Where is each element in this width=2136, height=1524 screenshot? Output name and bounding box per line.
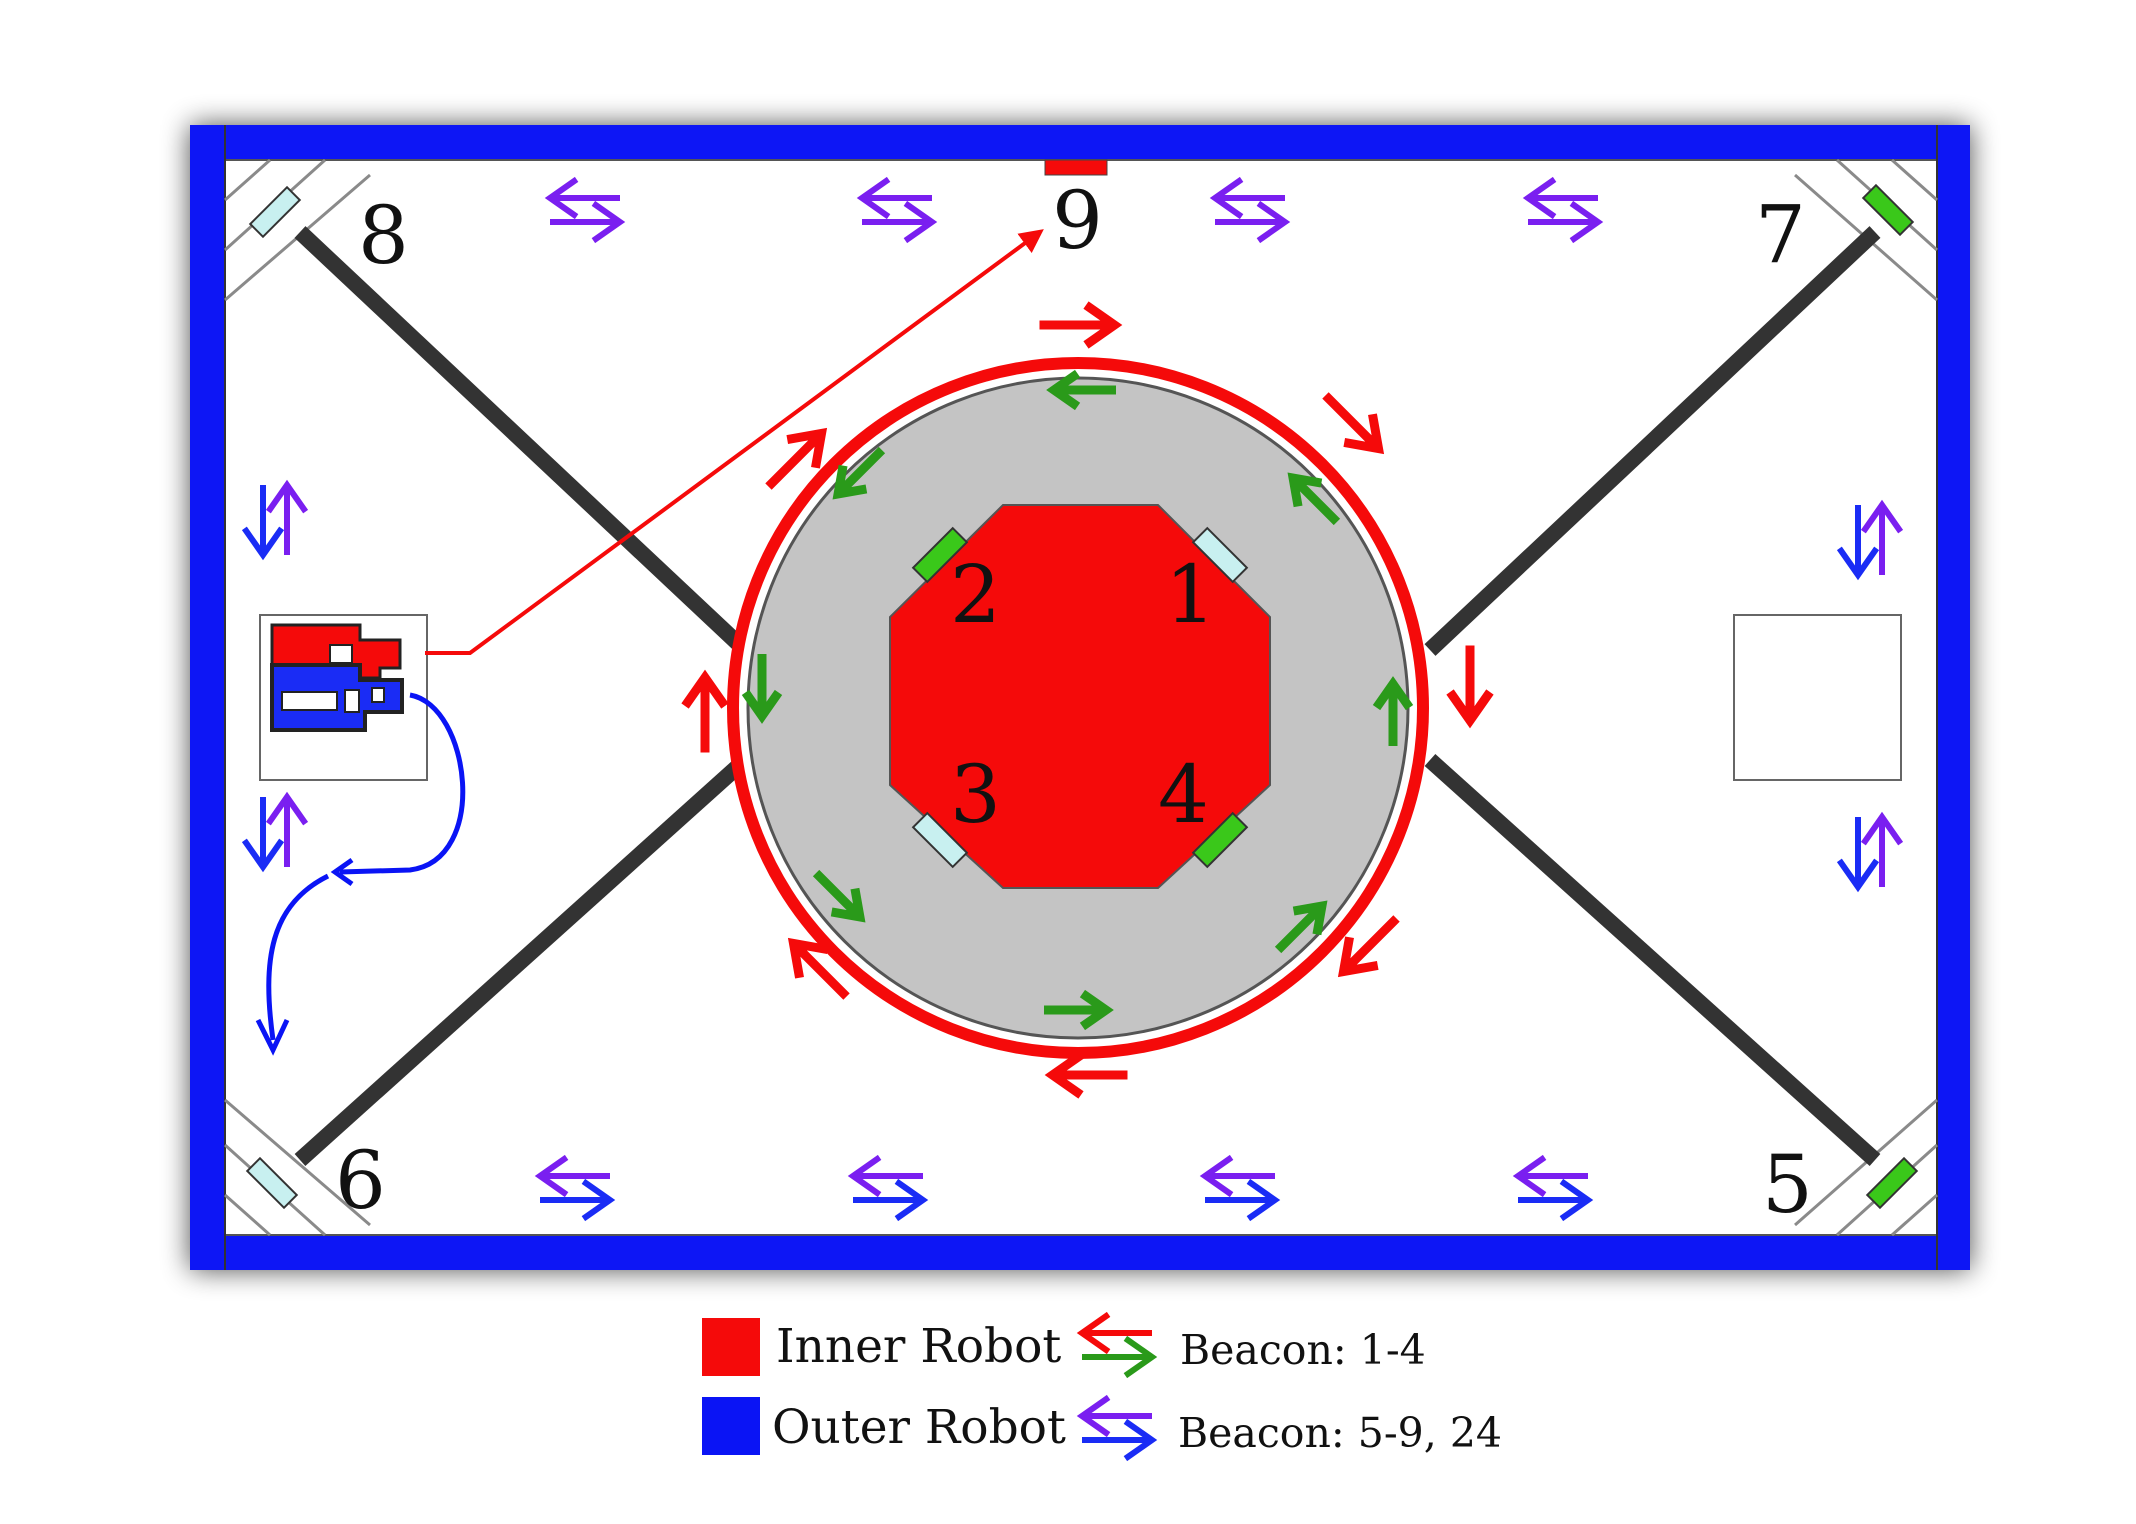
legend-swatch-inner	[702, 1318, 760, 1376]
arrow-icon-ring-green-3	[741, 654, 783, 724]
beacon-label-7: 7	[1755, 188, 1806, 281]
beacon-label-9: 9	[1052, 174, 1103, 267]
legend-double-arrow-icon-outer	[1076, 1394, 1158, 1462]
arrow-icon-ring-red-5	[1044, 1051, 1128, 1099]
arrow-icon-ring-green-4	[812, 869, 866, 923]
beacon-label-5: 5	[1762, 1138, 1813, 1231]
corner-beacon-5	[1865, 1156, 1919, 1210]
arrow-icon-ring-red-2	[1322, 392, 1385, 455]
arrow-icon-ring-green-6	[1274, 900, 1328, 954]
arrow-icon-ring-green-8	[1287, 472, 1341, 526]
arrow-icon-ring-red-6	[787, 937, 850, 1000]
beacon-label-2: 2	[950, 548, 1001, 641]
beacon-label-1: 1	[1165, 548, 1216, 641]
double-arrow-icon-bottom-2	[847, 1154, 929, 1222]
arrow-icon-ring-red-4	[1337, 915, 1400, 978]
target-zone	[1733, 614, 1902, 781]
direction-arrows	[241, 176, 1904, 1222]
double-arrow-icon-bottom-1	[534, 1154, 616, 1222]
beacon-label-4: 4	[1158, 748, 1209, 841]
legend-swatch-outer	[702, 1397, 760, 1455]
arrow-icon-ring-red-3	[1446, 645, 1494, 729]
inner-beacon-lights	[911, 526, 1249, 869]
double-arrow-icon-right-1	[1836, 499, 1904, 581]
legend-beacon-outer-label: Beacon: 5-9, 24	[1178, 1409, 1502, 1457]
beacon-label-6: 6	[335, 1134, 386, 1227]
double-arrow-icon-top-3	[1209, 176, 1291, 244]
double-arrow-icon-left-2	[241, 791, 309, 873]
arrow-icon-ring-green-1	[1046, 369, 1116, 411]
legend-outer-label: Outer Robot	[772, 1400, 1066, 1455]
legend: Inner Robot Outer Robot Beacon: 1-4 Beac…	[702, 1318, 1502, 1457]
inner-robot-path	[425, 229, 1044, 655]
legend-beacon-inner-label: Beacon: 1-4	[1180, 1326, 1426, 1374]
double-arrow-icon-bottom-3	[1199, 1154, 1281, 1222]
arrow-icon-ring-green-7	[1372, 676, 1414, 746]
beacon-label-3: 3	[950, 748, 1001, 841]
double-arrow-icon-right-2	[1836, 811, 1904, 893]
diagonal-tracks	[294, 226, 1881, 1166]
arrow-icon-ring-green-5	[1044, 989, 1114, 1031]
beacon-label-8: 8	[358, 189, 409, 282]
corner-beacon-8	[248, 185, 302, 239]
double-arrow-icon-top-1	[544, 176, 626, 244]
double-arrow-icon-bottom-4	[1512, 1154, 1594, 1222]
legend-double-arrow-icon-inner	[1076, 1311, 1158, 1379]
arrow-icon-ring-red-1	[1039, 301, 1123, 349]
legend-arrow-icons	[1076, 1311, 1158, 1462]
double-arrow-icon-top-2	[856, 176, 938, 244]
double-arrow-icon-top-4	[1522, 176, 1604, 244]
double-arrow-icon-left-1	[241, 479, 309, 561]
arrow-icon-ring-red-7	[681, 669, 729, 753]
corner-beacon-7	[1861, 183, 1915, 237]
arrow-icon-ring-green-2	[832, 446, 886, 500]
arrow-icon-ring-red-8	[765, 427, 828, 490]
outer-robot-path	[255, 692, 466, 1056]
legend-inner-label: Inner Robot	[776, 1319, 1061, 1374]
robot-icon	[270, 623, 404, 732]
corner-beacon-6	[245, 1156, 299, 1210]
top-beacon-9	[1044, 159, 1108, 176]
